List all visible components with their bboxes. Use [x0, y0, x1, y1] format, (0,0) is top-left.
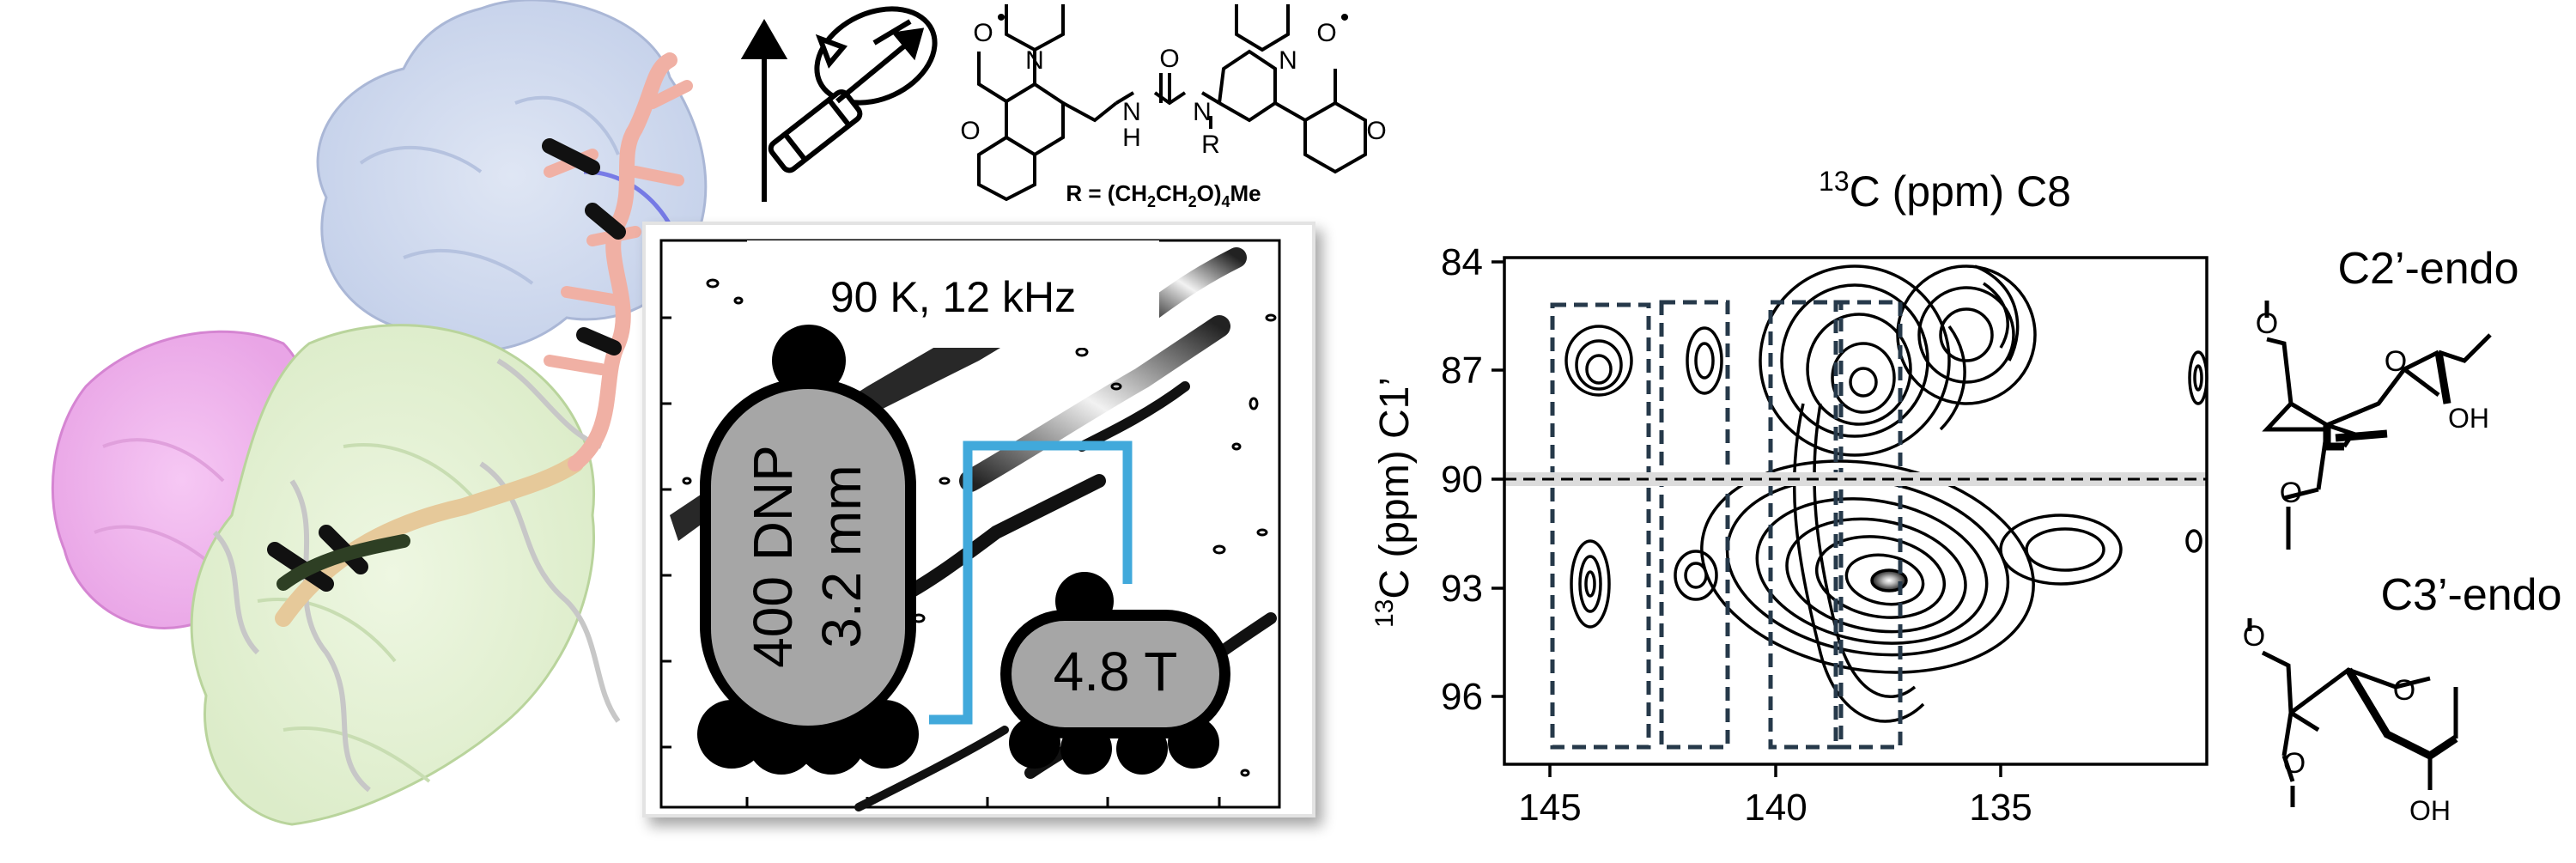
c2-endo-o5: O — [2256, 307, 2278, 340]
field-label: 4.8 T — [1054, 641, 1178, 702]
y-tick-84: 84 — [1441, 241, 1483, 283]
magnet-capsule: 4.8 T — [1000, 572, 1230, 775]
atom-n-urea-1: N — [1122, 98, 1141, 126]
atom-n-right: N — [1279, 46, 1297, 75]
c2-endo-ring-o: O — [2385, 345, 2407, 378]
x-tick-145: 145 — [1518, 787, 1581, 829]
selection-boxes — [1550, 300, 1903, 750]
sugar-c2-endo: C2’-endo O O OH O — [2256, 244, 2519, 550]
radical-dot-right: • — [1340, 3, 1350, 32]
spectrum-2d: 13C (ppm) C8 13C (ppm) C1’ — [1370, 166, 2208, 829]
probe-capsule: 400 DNP 3.2 mm — [697, 325, 919, 775]
peak-isolated-right — [2185, 350, 2208, 553]
atom-o-urea: O — [1159, 45, 1179, 73]
atom-o-ring-left: O — [960, 117, 980, 145]
c2-endo-oh: OH — [2448, 403, 2489, 434]
spectrum-ylabel: 13C (ppm) C1’ — [1370, 377, 1418, 628]
box-138 — [1833, 300, 1903, 750]
atom-n-urea-2: N — [1193, 98, 1212, 126]
radical-dot-left: • — [997, 3, 1006, 32]
c3-endo-label: C3’-endo — [2380, 570, 2561, 620]
spectrum-title: 13C (ppm) C8 — [1819, 166, 2071, 216]
c2-endo-o3: O — [2280, 477, 2302, 509]
inset-axis-ticks — [661, 316, 1221, 807]
r-group-definition: R = (CH2CH2O)4Me — [1066, 180, 1261, 210]
peak-c2-endo-141 — [1674, 326, 1723, 601]
radical-structure — [977, 4, 1367, 202]
probe-label-line1: 400 DNP — [742, 445, 804, 668]
peak-c3-endo-cluster — [1700, 264, 2037, 723]
box-141 — [1659, 300, 1730, 750]
y-tick-93: 93 — [1441, 568, 1483, 610]
atom-o-ring-right: O — [1366, 117, 1386, 145]
box-145 — [1550, 302, 1651, 750]
y-tick-90: 90 — [1441, 459, 1483, 501]
inset-plot: 90 K, 12 kHz 400 DNP 3.2 mm 4.8 T — [659, 239, 1281, 811]
x-tick-135: 135 — [1969, 787, 2032, 829]
mas-rotor-icon — [740, 6, 938, 202]
y-tick-labels: 84 87 90 93 96 — [1441, 241, 1483, 718]
spectrum-frame — [1503, 256, 2208, 766]
x-tick-140: 140 — [1744, 787, 1807, 829]
protein-structure — [51, 0, 708, 826]
inset-conditions: 90 K, 12 kHz — [830, 273, 1076, 321]
atom-n-left: N — [1025, 46, 1044, 75]
box-139 — [1768, 300, 1844, 750]
x-tick-labels: 145 140 135 — [1518, 787, 2032, 829]
atom-o-left: O — [973, 19, 993, 47]
inset-connector-line — [929, 441, 1133, 725]
rna-strand — [267, 52, 693, 627]
c3-endo-ring-o: O — [2393, 674, 2415, 707]
atom-r: R — [1201, 131, 1220, 159]
y-tick-96: 96 — [1441, 676, 1483, 718]
c3-endo-o5: O — [2243, 620, 2265, 653]
c3-endo-o3: O — [2283, 747, 2306, 780]
c3-endo-oh: OH — [2409, 795, 2451, 826]
c2-endo-label: C2’-endo — [2337, 244, 2518, 294]
peak-right-shoulder — [1999, 514, 2123, 586]
peak-c2-endo-145 — [1564, 325, 1633, 629]
y-tick-87: 87 — [1441, 349, 1483, 392]
probe-label-line2: 3.2 mm — [811, 465, 872, 647]
sugar-c3-endo: C3’-endo O O O OH — [2243, 570, 2562, 826]
radical-atoms: O • N O N H O N R N O • O — [960, 3, 1386, 159]
atom-h-urea: H — [1122, 124, 1141, 152]
spectrum-ticks — [1492, 260, 2002, 777]
atom-o-right: O — [1316, 19, 1336, 47]
